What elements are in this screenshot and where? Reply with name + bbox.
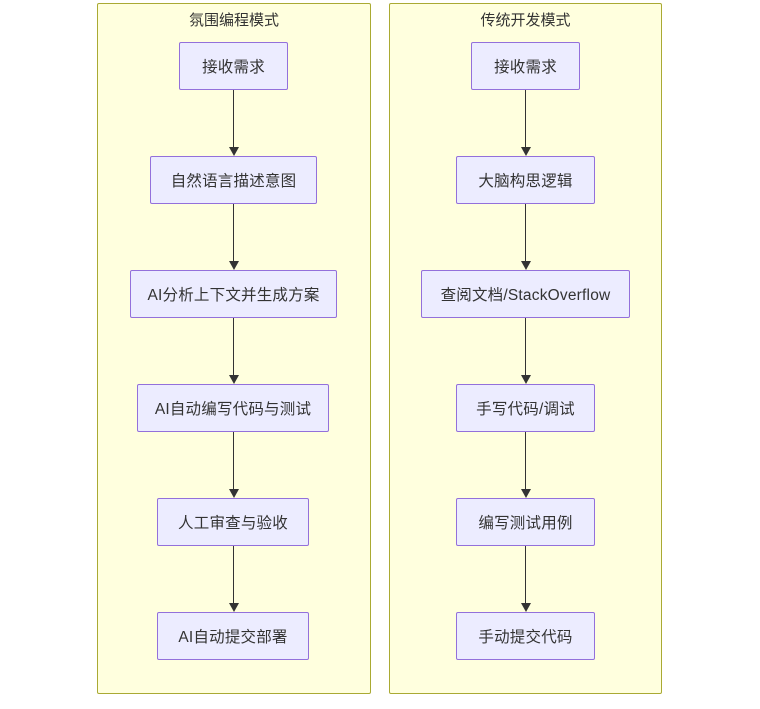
node-write-test-cases[interactable]: 编写测试用例: [456, 498, 595, 546]
edge-t3-t4: [525, 318, 527, 375]
edge-arrowhead-v4-v5: [228, 489, 239, 498]
edge-arrowhead-t3-t4: [520, 375, 531, 384]
edge-arrowhead-t1-t2: [520, 147, 531, 156]
edge-t2-t3: [525, 204, 527, 261]
subgraph-title-vibe-coding: 氛围编程模式: [188, 12, 279, 29]
edge-v5-v6: [233, 546, 235, 603]
node-receive-requirement-vibe[interactable]: 接收需求: [179, 42, 288, 90]
subgraph-title-traditional-development: 传统开发模式: [480, 12, 571, 29]
node-ai-analyze-context-generate-plan[interactable]: AI分析上下文并生成方案: [130, 270, 337, 318]
edge-v2-v3: [233, 204, 235, 261]
node-describe-intent-natural-language[interactable]: 自然语言描述意图: [150, 156, 317, 204]
node-brain-conceive-logic[interactable]: 大脑构思逻辑: [456, 156, 595, 204]
edge-arrowhead-v3-v4: [228, 375, 239, 384]
edge-arrowhead-t2-t3: [520, 261, 531, 270]
edge-t1-t2: [525, 90, 527, 147]
node-receive-requirement-traditional[interactable]: 接收需求: [471, 42, 580, 90]
node-ai-auto-write-code-and-test[interactable]: AI自动编写代码与测试: [137, 384, 329, 432]
edge-v1-v2: [233, 90, 235, 147]
edge-arrowhead-t5-t6: [520, 603, 531, 612]
edge-t4-t5: [525, 432, 527, 489]
node-ai-auto-commit-deploy[interactable]: AI自动提交部署: [157, 612, 309, 660]
node-manual-commit-code[interactable]: 手动提交代码: [456, 612, 595, 660]
node-consult-docs-stackoverflow[interactable]: 查阅文档/StackOverflow: [421, 270, 630, 318]
edge-t5-t6: [525, 546, 527, 603]
node-handwrite-code-debug[interactable]: 手写代码/调试: [456, 384, 595, 432]
edge-arrowhead-t4-t5: [520, 489, 531, 498]
edge-v3-v4: [233, 318, 235, 375]
edge-v4-v5: [233, 432, 235, 489]
edge-arrowhead-v1-v2: [228, 147, 239, 156]
node-manual-review-acceptance[interactable]: 人工审查与验收: [157, 498, 309, 546]
edge-arrowhead-v5-v6: [228, 603, 239, 612]
edge-arrowhead-v2-v3: [228, 261, 239, 270]
